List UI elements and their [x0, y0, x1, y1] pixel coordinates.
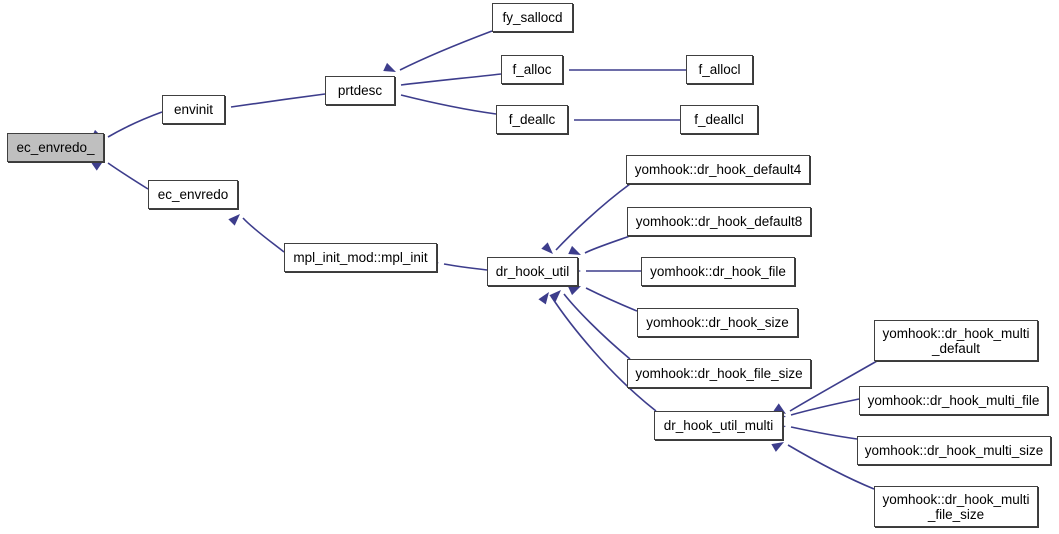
node-dr_hook_multi_file[interactable]: yomhook::dr_hook_multi_file: [859, 386, 1048, 415]
node-dr_hook_multi_file_size[interactable]: yomhook::dr_hook_multi _file_size: [874, 486, 1038, 527]
edge-dr_hook_file_size-to-dr_hook_util: [549, 290, 631, 360]
edge-dr_hook_multi_size-to-dr_hook_util_multi: [773, 424, 858, 440]
node-dr_hook_util_multi[interactable]: dr_hook_util_multi: [654, 411, 783, 440]
edge-f_deallcl-to-f_deallc: [557, 115, 680, 125]
edge-dr_hook_multi_file_size-to-dr_hook_util_multi: [771, 442, 875, 490]
edge-ec_envredo-to-ec_envredo_u: [91, 160, 149, 190]
node-dr_hook_default4[interactable]: yomhook::dr_hook_default4: [626, 155, 810, 184]
node-label: yomhook::dr_hook_default8: [635, 214, 803, 229]
node-label: yomhook::dr_hook_size: [646, 315, 789, 330]
node-f_alloc[interactable]: f_alloc: [501, 55, 563, 84]
node-label: yomhook::dr_hook_file: [650, 264, 786, 279]
node-label: f_deallc: [508, 112, 556, 127]
edge-mpl_init-to-ec_envredo: [228, 214, 285, 253]
node-label: prtdesc: [337, 83, 383, 98]
node-label: yomhook::dr_hook_multi _file_size: [882, 491, 1030, 522]
edge-dr_hook_file-to-dr_hook_util: [569, 266, 641, 276]
node-label: envinit: [173, 102, 214, 117]
edge-prtdesc-to-envinit: [213, 93, 326, 111]
node-dr_hook_file[interactable]: yomhook::dr_hook_file: [641, 257, 795, 286]
edge-dr_hook_default4-to-dr_hook_util: [541, 183, 631, 254]
node-label: ec_envredo: [157, 187, 229, 202]
node-dr_hook_default8[interactable]: yomhook::dr_hook_default8: [627, 207, 811, 236]
node-fy_sallocd[interactable]: fy_sallocd: [492, 3, 573, 32]
edge-dr_hook_default8-to-dr_hook_util: [568, 235, 631, 255]
node-f_deallc[interactable]: f_deallc: [496, 105, 568, 134]
node-label: yomhook::dr_hook_file_size: [635, 366, 803, 381]
node-f_deallcl[interactable]: f_deallcl: [680, 105, 758, 134]
node-ec_envredo[interactable]: ec_envredo: [148, 180, 238, 209]
edge-f_allocl-to-f_alloc: [552, 65, 686, 75]
edge-fy_sallocd-to-prtdesc: [383, 30, 493, 72]
edge-dr_hook_util_multi-to-dr_hook_util: [538, 292, 657, 412]
node-label: ec_envredo_: [16, 140, 95, 155]
node-mpl_init[interactable]: mpl_init_mod::mpl_init: [284, 243, 437, 272]
node-label: f_alloc: [512, 62, 552, 77]
node-dr_hook_size[interactable]: yomhook::dr_hook_size: [637, 308, 798, 337]
node-ec_envredo_u[interactable]: ec_envredo_: [7, 133, 104, 162]
edge-dr_hook_size-to-dr_hook_util: [568, 286, 638, 312]
node-label: mpl_init_mod::mpl_init: [293, 250, 428, 265]
node-label: fy_sallocd: [502, 10, 563, 25]
edge-f_alloc-to-prtdesc: [383, 73, 502, 89]
node-label: dr_hook_util_multi: [663, 418, 774, 433]
node-label: yomhook::dr_hook_default4: [634, 162, 802, 177]
node-dr_hook_multi_default[interactable]: yomhook::dr_hook_multi _default: [874, 320, 1038, 361]
node-dr_hook_util[interactable]: dr_hook_util: [487, 257, 578, 286]
edge-dr_hook_multi_file-to-dr_hook_util_multi: [773, 398, 860, 419]
node-label: yomhook::dr_hook_multi_file: [867, 393, 1040, 408]
node-dr_hook_multi_size[interactable]: yomhook::dr_hook_multi_size: [857, 436, 1051, 465]
node-dr_hook_file_size[interactable]: yomhook::dr_hook_file_size: [627, 359, 811, 388]
node-prtdesc[interactable]: prtdesc: [325, 76, 395, 105]
node-f_allocl[interactable]: f_allocl: [686, 55, 753, 84]
node-envinit[interactable]: envinit: [162, 95, 225, 124]
node-label: yomhook::dr_hook_multi_size: [864, 443, 1044, 458]
node-label: dr_hook_util: [495, 264, 570, 279]
edge-f_deallc-to-prtdesc: [383, 91, 497, 115]
node-label: f_allocl: [698, 62, 741, 77]
node-label: f_deallcl: [694, 112, 744, 127]
node-label: yomhook::dr_hook_multi _default: [882, 325, 1030, 356]
